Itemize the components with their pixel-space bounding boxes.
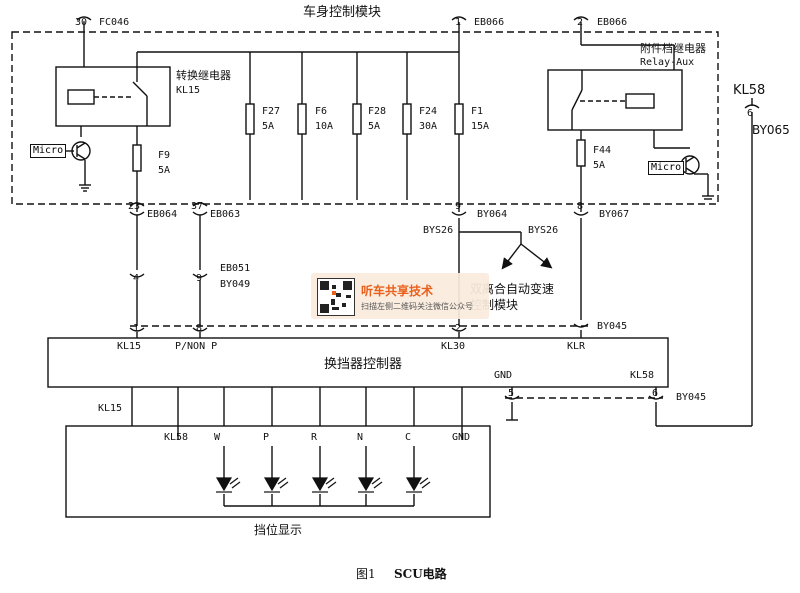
bcm-boundary — [11, 31, 719, 205]
display-terminal-n: N — [357, 432, 364, 443]
pin-37-connector: EB063 — [210, 209, 241, 220]
fuse-f28-rating: 5A — [368, 121, 381, 132]
display-terminal-gnd: GND — [452, 432, 471, 443]
pin-30-connector: FC046 — [99, 17, 130, 28]
qr-code-icon — [317, 278, 355, 316]
inline-pin-4: 4 — [133, 273, 140, 284]
pin-9-connector: BY064 — [477, 209, 508, 220]
kl58-ext-signal: KL58 — [733, 83, 766, 98]
scu-pin-8: 8 — [196, 323, 203, 334]
fuse-f27-rating: 5A — [262, 121, 275, 132]
figure-title: SCU电路 — [394, 567, 447, 581]
watermark-banner: 听车共享技术 扫描左侧二维码关注微信公众号 — [311, 273, 489, 319]
pin-8-connector: BY067 — [599, 209, 630, 220]
scu-gnd-label: GND — [494, 370, 513, 381]
display-terminal-c: C — [405, 432, 412, 443]
bcm-title: 车身控制模块 — [303, 5, 382, 20]
pin-2-connector: EB066 — [597, 17, 628, 28]
fuse-f28-name: F28 — [368, 106, 387, 117]
fuse-f24-name: F24 — [419, 106, 438, 117]
micro-right-label: Micro — [648, 161, 685, 175]
pin-8-number: 8 — [577, 201, 584, 212]
relay-kl15-box — [55, 66, 171, 127]
display-title: 挡位显示 — [254, 523, 303, 537]
pin-2-number: 2 — [577, 17, 584, 28]
kl58-ext-connector: BY065 — [752, 123, 790, 137]
relay-aux-name: 附件档继电器 — [640, 42, 706, 55]
display-terminal-p: P — [263, 432, 270, 443]
inline-connector-eb051: EB051 — [220, 263, 251, 274]
fuse-f9-name: F9 — [158, 150, 171, 161]
branch-connector-left: BYS26 — [423, 225, 454, 236]
relay-kl15-name: 转换继电器 — [176, 69, 231, 82]
scu-top-connector: BY045 — [597, 321, 628, 332]
inline-connector-by049: BY049 — [220, 279, 251, 290]
micro-left-label: Micro — [30, 144, 67, 158]
pin-30-number: 30 — [75, 17, 88, 28]
branch-connector-right: BYS26 — [528, 225, 559, 236]
pin-23-number: 23 — [128, 201, 141, 212]
scu-kl58-label: KL58 — [630, 370, 655, 381]
fuse-f1-name: F1 — [471, 106, 484, 117]
scu-klr-label: KLR — [567, 341, 586, 352]
figure-number: 图1 — [356, 567, 376, 581]
display-kl15-label: KL15 — [98, 403, 123, 414]
fuse-f24-rating: 30A — [419, 121, 438, 132]
kl58-ext-pin: 6 — [747, 108, 754, 119]
fuse-f44-name: F44 — [593, 145, 612, 156]
scu-kl58-pin: 6 — [652, 388, 659, 399]
display-terminal-r: R — [311, 432, 318, 443]
inline-pin-9: 9 — [196, 273, 203, 284]
scu-title: 换挡器控制器 — [324, 357, 403, 372]
display-box — [65, 425, 491, 518]
pin-1-number: 1 — [455, 17, 462, 28]
dct-module-line1: 双离合自动变速 — [470, 282, 555, 296]
pin-9-number: 9 — [455, 201, 462, 212]
scu-pin-1: 1 — [133, 323, 140, 334]
watermark-subtitle: 扫描左侧二维码关注微信公众号 — [361, 302, 473, 311]
display-terminal-kl58: KL58 — [164, 432, 189, 443]
relay-aux-box — [547, 69, 683, 131]
relay-kl15-code: KL15 — [176, 85, 201, 96]
scu-kl30-label: KL30 — [441, 341, 466, 352]
pin-37-number: 37 — [191, 201, 204, 212]
pin-23-connector: EB064 — [147, 209, 178, 220]
relay-aux-code: Relay-Aux — [640, 57, 695, 68]
scu-box — [47, 337, 669, 388]
scu-kl15-label: KL15 — [117, 341, 142, 352]
fuse-f44-rating: 5A — [593, 160, 606, 171]
scu-bottom-connector: BY045 — [676, 392, 707, 403]
fuse-f9-rating: 5A — [158, 165, 171, 176]
fuse-f27-name: F27 — [262, 106, 281, 117]
watermark-title: 听车共享技术 — [361, 284, 434, 298]
scu-pin-2: 2 — [455, 323, 462, 334]
fuse-f1-rating: 15A — [471, 121, 490, 132]
fuse-f6-name: F6 — [315, 106, 328, 117]
scu-pnonp-label: P/NON P — [175, 341, 218, 352]
display-terminal-w: W — [214, 432, 221, 443]
pin-1-connector: EB066 — [474, 17, 505, 28]
fuse-f6-rating: 10A — [315, 121, 334, 132]
scu-gnd-pin: 5 — [508, 388, 515, 399]
